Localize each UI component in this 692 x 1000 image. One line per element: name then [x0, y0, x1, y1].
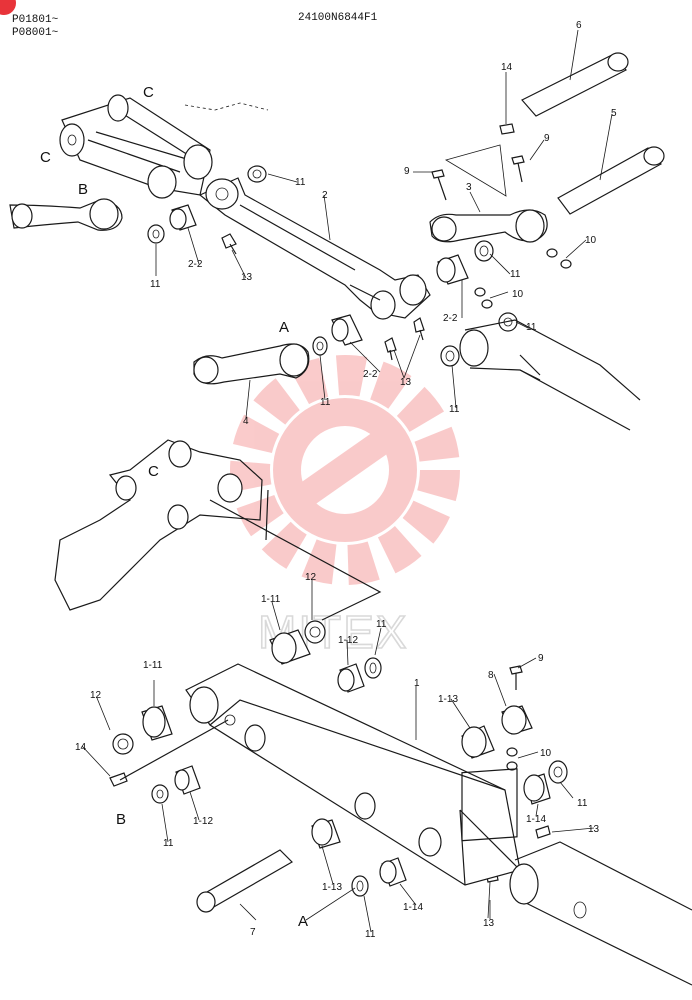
callout-1-11-b: 1-11 [143, 660, 163, 671]
callout-12-a: 12 [305, 572, 317, 583]
watermark-gear-icon [230, 355, 460, 585]
callout-2-2-a: 2-2 [188, 259, 203, 270]
callout-9-bottom: 9 [538, 653, 544, 664]
arm-1-drawing [119, 663, 521, 886]
callout-2-2-c: 2-2 [363, 369, 378, 380]
callout-11-j: 11 [365, 929, 376, 940]
link-c-top-drawing [59, 94, 269, 199]
boom-bracket-c-drawing [54, 439, 382, 621]
callout-7: 7 [250, 927, 256, 938]
callout-1-11-a: 1-11 [261, 594, 281, 605]
letter-c-top-left: C [40, 149, 51, 166]
letter-c-bracket: C [148, 463, 159, 480]
callout-1-13-b: 1-13 [322, 882, 342, 893]
callout-10-b: 10 [512, 289, 524, 300]
link-2-drawing [198, 177, 431, 320]
link-3-drawing [429, 144, 548, 243]
callout-1-13-a: 1-13 [438, 694, 458, 705]
watermark-gear-ring-icon [273, 398, 417, 542]
callout-9-top: 9 [544, 133, 550, 144]
watermark-gear-logo [230, 355, 460, 585]
callout-1-14-a: 1-14 [526, 814, 546, 825]
serial-range-2: P08001~ [12, 27, 59, 39]
watermark-wrench-icon [299, 420, 405, 505]
callout-6: 6 [576, 20, 582, 31]
letter-c-top-right: C [143, 84, 154, 101]
cylinder-rod-drawing [459, 319, 641, 431]
callout-2: 2 [322, 190, 328, 201]
callout-12-b: 12 [90, 690, 102, 701]
callout-1-14-b: 1-14 [403, 902, 423, 913]
callout-10-c: 10 [540, 748, 552, 759]
drawing-number: 24100N6844F1 [298, 12, 378, 24]
callout-13-a: 13 [241, 272, 253, 283]
callout-10-a: 10 [585, 235, 597, 246]
callout-11-f: 11 [449, 404, 460, 415]
callout-9-left: 9 [404, 166, 410, 177]
bolt-nut-group [431, 155, 572, 771]
callout-13-d: 13 [483, 918, 495, 929]
callout-11-b: 11 [510, 269, 521, 280]
callout-11-h: 11 [577, 798, 588, 809]
callout-1-12-b: 1-12 [193, 816, 213, 827]
bushing-2-2-group [169, 204, 469, 346]
leader-lines [81, 29, 613, 933]
callout-11-d: 11 [526, 322, 537, 333]
serial-range-1: P01801~ [12, 14, 59, 26]
callout-11-g: 11 [376, 619, 387, 630]
callout-13-c: 13 [588, 824, 600, 835]
callout-4: 4 [243, 416, 249, 427]
letter-a-bottom: A [298, 913, 308, 930]
callout-11-a: 11 [295, 177, 306, 188]
callout-11-e: 11 [320, 397, 331, 408]
link-a-drawing [193, 343, 310, 385]
letter-b-top: B [78, 181, 88, 198]
callout-13-b: 13 [400, 377, 412, 388]
callout-labels: C C B A C B A 6 14 9 5 9 3 11 2 10 11 2-… [40, 20, 617, 940]
pin-7-drawing [196, 849, 293, 913]
callout-11-i: 11 [163, 838, 174, 849]
corner-badge-icon [0, 0, 16, 15]
pin-6-drawing [521, 52, 629, 117]
letter-b-bottom: B [116, 811, 126, 828]
callout-11-c: 11 [150, 279, 161, 290]
callout-5: 5 [611, 108, 617, 119]
washer-group [112, 165, 568, 897]
callout-14-top: 14 [501, 62, 513, 73]
callout-14-bottom: 14 [75, 742, 87, 753]
callout-8: 8 [488, 670, 494, 681]
letter-a-middle: A [279, 319, 289, 336]
callout-1-12-a: 1-12 [338, 635, 358, 646]
pin-5-drawing [557, 146, 665, 215]
callout-1: 1 [414, 678, 420, 689]
boom-lower-right-drawing [509, 841, 692, 986]
arm-bushing-group [141, 629, 551, 887]
callout-3: 3 [466, 182, 472, 193]
callout-2-2-b: 2-2 [443, 313, 458, 324]
link-b-drawing [9, 198, 123, 231]
